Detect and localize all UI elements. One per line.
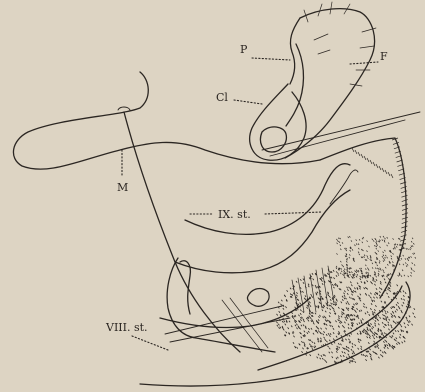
viii-sternite-blade [160,298,310,328]
label-viii-st: VIII. st. [105,321,148,334]
label-p: P [240,43,248,56]
upper-appendage-outline [285,9,375,158]
ix-sternite-lower [175,190,350,273]
leader-p [252,58,290,60]
upper-bristles [304,2,376,86]
clasper-stalk [286,44,303,126]
viii-sternite-hook [180,261,190,314]
viii-sternite-rod-2 [170,318,290,342]
ventral-outline [140,282,410,386]
clasper-inner-loop [260,127,286,152]
body-dorsal-outline [320,138,406,298]
hairy-pad-stipple [276,236,415,364]
long-process-node [118,107,130,110]
clasper-rod [262,112,420,150]
label-ix-st: IX. st. [218,208,251,221]
joint-knot [247,289,269,307]
label-f: F [380,50,388,63]
leader-cl [234,100,262,104]
leader-viii [132,336,168,350]
right-edge-setae [352,138,408,250]
label-cl: Cl [216,91,228,104]
leader-ix [265,212,322,214]
label-m: M [117,181,128,194]
ix-sternite-notch [330,170,358,204]
clasper-rod-2 [270,120,405,156]
viii-sternite-rod [165,306,282,334]
leader-f [350,62,378,64]
ix-sternite-outline [185,164,350,235]
